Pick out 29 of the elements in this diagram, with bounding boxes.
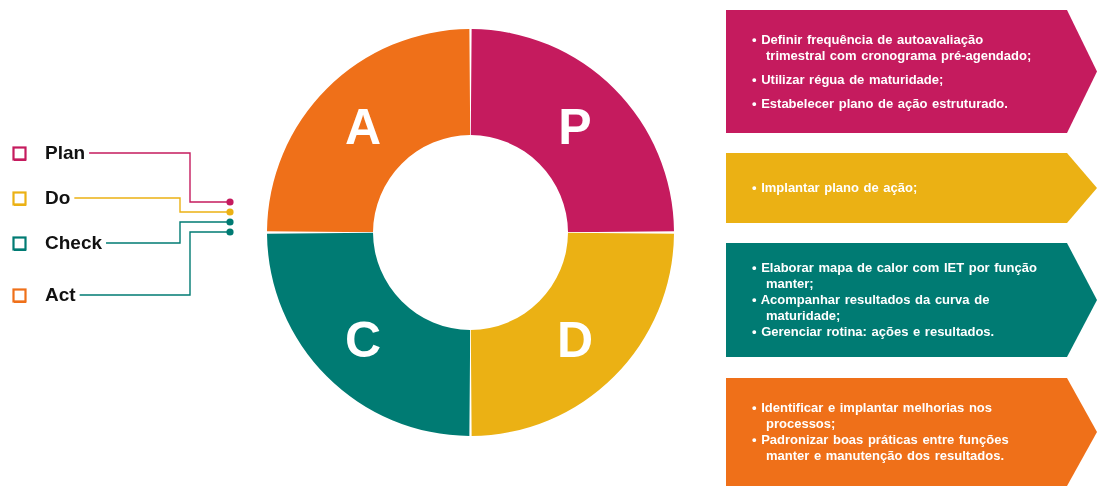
bullet-item: • Padronizar boas práticas entre funções manter e manutenção dos resultados.	[752, 432, 1010, 464]
arrow-banner	[726, 153, 1097, 223]
arrow-banner	[726, 378, 1097, 486]
leader-line	[88, 152, 234, 206]
bullet-item: • Definir frequência de autoavaliação trimestral com cronograma pré-agendado;	[752, 31, 1033, 64]
bullet-item: • Utilizar régua de maturidade;	[752, 71, 945, 88]
segment-letter: P	[558, 102, 592, 152]
ring-segment	[470, 28, 674, 232]
bullet-item: • Acompanhar resultados da curva de maturidade;	[752, 292, 991, 324]
ring-segment	[266, 28, 470, 232]
bullet-item: • Gerenciar rotina: ações e resultados.	[752, 324, 996, 340]
phase-label: Check	[45, 232, 103, 254]
arrow-banner	[726, 243, 1097, 357]
ring-segment	[266, 232, 470, 436]
bullet-item: • Estabelecer plano de ação estruturado.	[752, 95, 1009, 112]
phase-label: Do	[45, 187, 71, 209]
segment-letter: D	[556, 315, 594, 365]
segment-letter: C	[344, 315, 382, 365]
segment-letter: A	[344, 102, 382, 152]
leader-line	[73, 197, 234, 216]
phase-label: Plan	[45, 142, 86, 164]
bullet-item: • Identificar e implantar melhorias nos processos;	[752, 400, 993, 432]
leader-line	[105, 218, 234, 244]
bullet-item: • Implantar plano de ação;	[752, 180, 919, 196]
phase-label: Act	[45, 284, 76, 306]
leader-line	[78, 228, 234, 296]
bullet-item: • Elaborar mapa de calor com IET por função manter;	[752, 260, 1038, 292]
arrow-banner	[726, 10, 1097, 133]
ring-segment	[470, 232, 674, 436]
